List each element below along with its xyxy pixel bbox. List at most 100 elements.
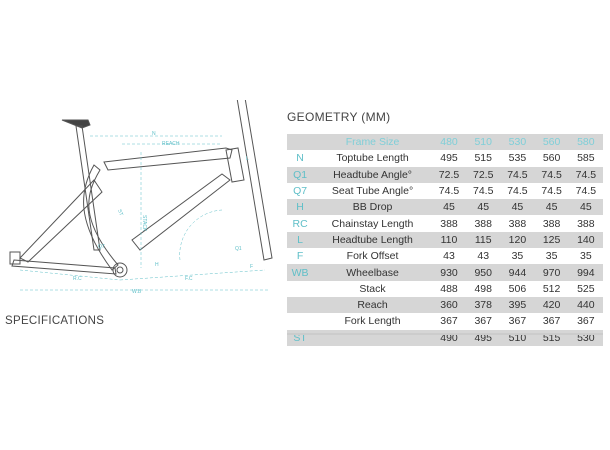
row-value: 488 xyxy=(440,282,458,295)
row-code: L xyxy=(287,231,314,249)
row-value: 45 xyxy=(466,199,501,216)
row-value: 45 xyxy=(500,199,535,216)
label-q1: Q1 xyxy=(235,246,242,252)
table-bottom-divider xyxy=(287,333,603,335)
row-value: 388 xyxy=(508,217,527,230)
row-label: Stack xyxy=(359,282,386,295)
dimension-lines xyxy=(19,135,268,291)
specifications-heading: SPECIFICATIONS xyxy=(5,315,105,327)
label-reach: REACH xyxy=(162,141,180,147)
row-code: F xyxy=(296,250,304,263)
header-size: 560 xyxy=(534,134,569,151)
row-code xyxy=(287,296,314,314)
row-value: 360 xyxy=(431,296,467,314)
row-value: 395 xyxy=(500,296,535,314)
row-code: N xyxy=(296,152,304,165)
geometry-title: GEOMETRY (MM) xyxy=(287,110,391,124)
label-rc: R.C xyxy=(73,276,82,282)
header-size: 510 xyxy=(466,134,501,151)
row-code xyxy=(287,281,313,297)
header-size: 480 xyxy=(431,134,467,151)
row-value: 490 xyxy=(431,329,467,346)
row-value: 367 xyxy=(440,315,458,328)
row-value: 944 xyxy=(500,264,535,281)
row-value: 74.5 xyxy=(541,185,562,198)
row-code: H xyxy=(287,199,314,216)
row-value: 388 xyxy=(577,217,595,230)
row-label xyxy=(313,329,432,346)
row-value: 515 xyxy=(534,329,569,346)
row-label: Headtube Length xyxy=(313,231,432,249)
row-value: 367 xyxy=(577,315,595,328)
label-stack: STACK xyxy=(141,215,147,232)
row-value: 74.5 xyxy=(575,185,597,198)
row-label: Wheelbase xyxy=(313,264,432,281)
row-value: 115 xyxy=(466,231,501,249)
row-value: 367 xyxy=(508,315,527,328)
row-value: 950 xyxy=(466,264,501,281)
row-value: 388 xyxy=(474,217,492,230)
row-value: 530 xyxy=(568,329,603,346)
row-value: 515 xyxy=(474,152,492,165)
row-code: Q7 xyxy=(293,185,308,198)
row-value: 388 xyxy=(542,217,561,230)
row-code: Q1 xyxy=(287,166,314,183)
row-value: 420 xyxy=(534,296,569,314)
label-st: ST xyxy=(116,209,124,217)
row-value: 495 xyxy=(440,152,458,165)
row-label: Fork Length xyxy=(344,315,401,328)
row-value: 140 xyxy=(568,231,603,249)
row-value: 74.5 xyxy=(568,166,603,183)
row-value: 45 xyxy=(431,199,467,216)
row-value: 72.5 xyxy=(466,166,501,183)
row-label: Seat Tube Angle° xyxy=(331,185,414,198)
row-value: 45 xyxy=(534,199,569,216)
row-value: 994 xyxy=(568,264,603,281)
label-n: N xyxy=(152,131,156,137)
header-code xyxy=(287,134,314,151)
row-value: 35 xyxy=(545,250,558,263)
row-value: 74.5 xyxy=(472,185,494,198)
row-value: 35 xyxy=(580,250,592,263)
frame-geometry-drawing: N REACH STACK ST R.C F.C W.B Q7 Q1 H F L xyxy=(9,100,273,295)
row-value: 495 xyxy=(466,329,501,346)
row-value: 378 xyxy=(466,296,501,314)
row-value: 74.5 xyxy=(438,185,460,198)
label-h: H xyxy=(155,262,159,268)
row-value: 525 xyxy=(577,282,595,295)
label-l: L xyxy=(246,156,249,162)
row-value: 440 xyxy=(568,296,603,314)
label-f: F xyxy=(250,264,253,270)
row-value: 367 xyxy=(542,315,561,328)
row-value: 72.5 xyxy=(431,166,467,183)
row-value: 388 xyxy=(440,217,458,230)
row-value: 510 xyxy=(500,329,535,346)
row-value: 930 xyxy=(431,264,467,281)
header-frame-size: Frame Size xyxy=(313,134,432,151)
row-label: Fork Offset xyxy=(346,250,399,263)
row-code: ST xyxy=(287,329,314,346)
row-value: 512 xyxy=(542,282,561,295)
frame-outline xyxy=(9,100,273,278)
label-fc: F.C xyxy=(185,276,193,282)
row-value: 74.5 xyxy=(534,166,569,183)
row-value: 110 xyxy=(431,231,467,249)
row-value: 585 xyxy=(577,152,595,165)
row-label: Toptube Length xyxy=(336,152,409,165)
row-label: Reach xyxy=(313,296,432,314)
row-value: 74.5 xyxy=(500,166,535,183)
header-size: 530 xyxy=(500,134,535,151)
row-code: RC xyxy=(292,217,308,230)
row-value: 43 xyxy=(443,250,455,263)
row-value: 560 xyxy=(542,152,561,165)
